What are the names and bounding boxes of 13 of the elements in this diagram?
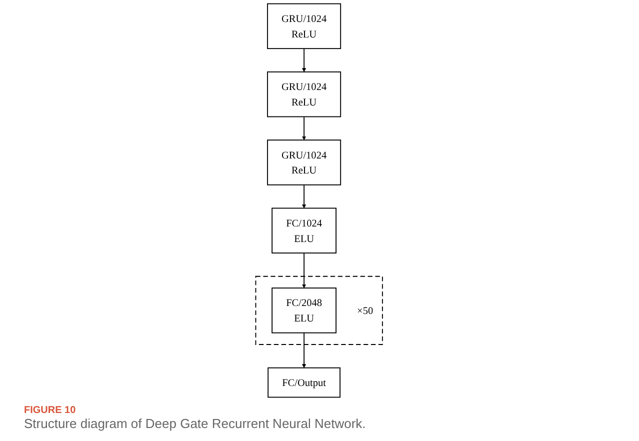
arrow: [302, 48, 306, 72]
caption: Structure diagram of Deep Gate Recurrent Neural Network.: [24, 416, 367, 431]
figure-label: FIGURE 10: [24, 405, 77, 416]
arrow: [302, 116, 306, 140]
node-box: GRU/1024 ReLU: [266, 140, 341, 186]
arrow: [302, 332, 306, 368]
node-box: GRU/1024 ReLU: [266, 3, 341, 50]
node-box: GRU/1024 ReLU: [266, 71, 341, 118]
node-box: FC/2048 ELU: [272, 288, 336, 334]
arrow: [302, 184, 306, 208]
arrow: [302, 252, 306, 288]
node-box: FC/Output: [268, 367, 340, 398]
node-box: FC/1024 ELU: [272, 208, 336, 254]
